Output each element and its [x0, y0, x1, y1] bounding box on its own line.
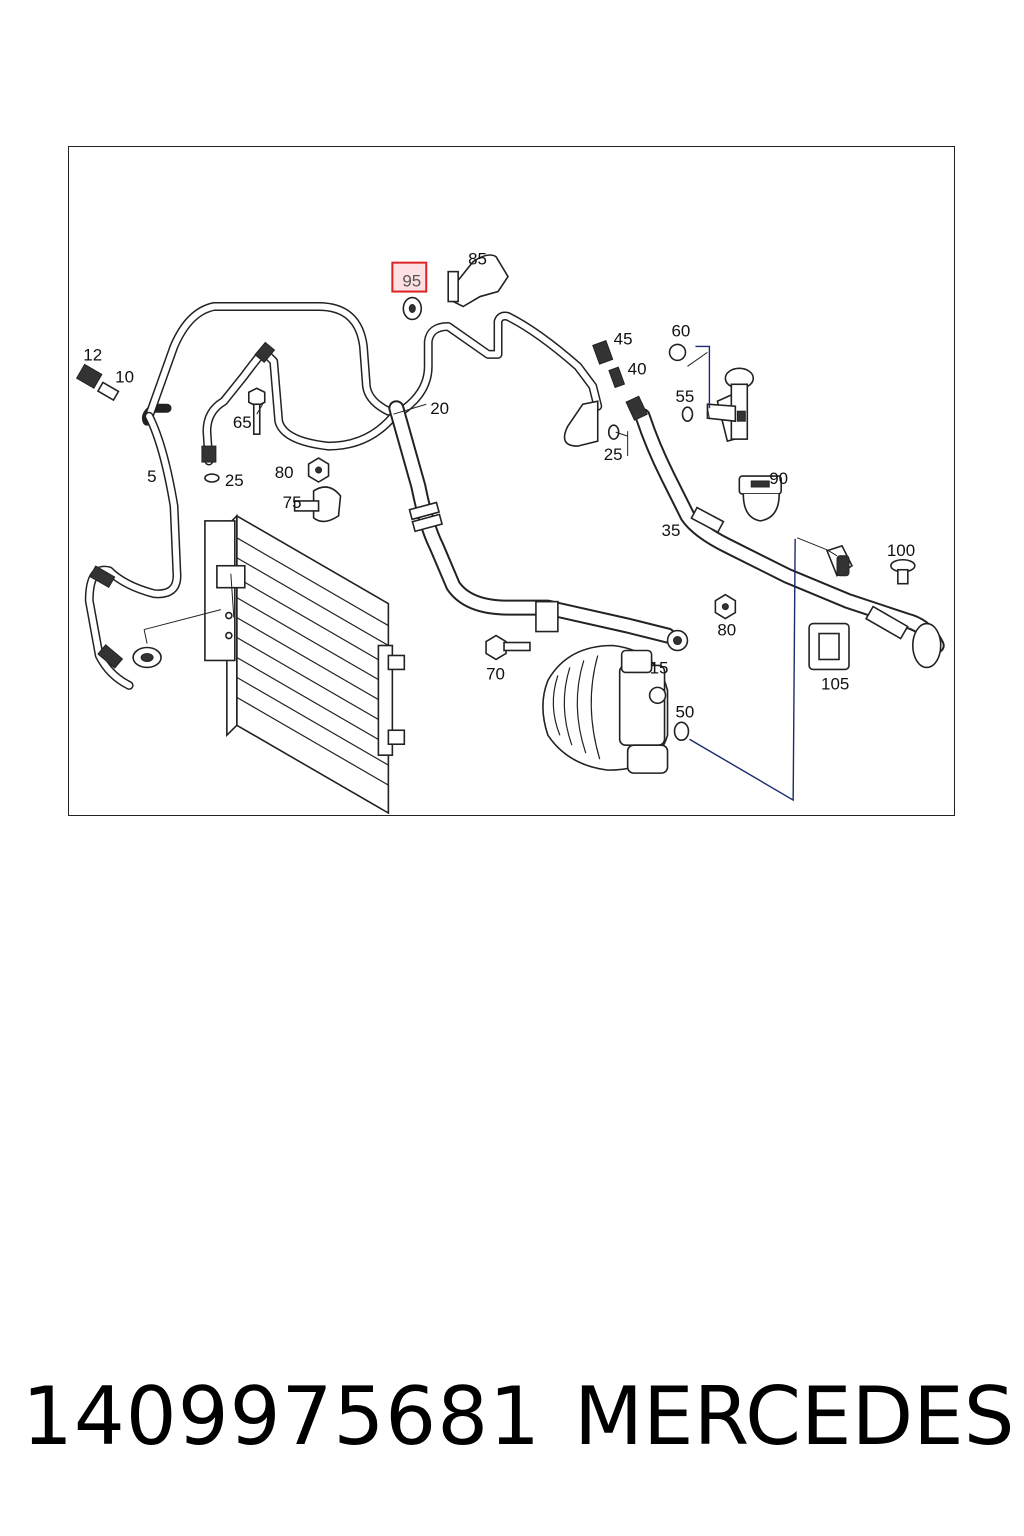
- callout-90: 90: [769, 469, 788, 488]
- callout-80-left: 80: [275, 463, 294, 482]
- callout-45: 45: [614, 329, 633, 348]
- callout-105: 105: [821, 674, 849, 693]
- callout-labels: 5 10 12 15 20 25 25 35 40 45 50 55 60 65…: [83, 250, 915, 722]
- line-35: [634, 408, 945, 669]
- callout-60: 60: [672, 321, 691, 340]
- line-20: [201, 311, 603, 466]
- valves-45-40: [592, 339, 648, 421]
- condenser: [204, 513, 406, 815]
- callout-20: 20: [430, 399, 449, 418]
- callout-95: 95: [402, 272, 421, 291]
- brand-name: MERCEDES: [574, 1370, 1015, 1463]
- callout-55: 55: [676, 387, 695, 406]
- bolt-100: [890, 558, 916, 585]
- callout-5: 5: [147, 467, 156, 486]
- callout-25-right: 25: [604, 445, 623, 464]
- clip-105: [808, 622, 850, 671]
- callout-70: 70: [486, 664, 505, 683]
- callout-15: 15: [650, 658, 669, 677]
- line-5: [84, 302, 393, 690]
- ac-compressor: [542, 644, 690, 774]
- pressure-valve-assembly: [668, 343, 755, 443]
- part-number: 1409975681: [22, 1370, 541, 1463]
- grommet-95-and-bracket-85: [402, 254, 509, 321]
- o-ring-25-left: [204, 473, 220, 483]
- fittings-12-10: [75, 363, 120, 402]
- callout-75: 75: [283, 493, 302, 512]
- ac-refrigerant-lines-diagram: 5 10 12 15 20 25 25 35 40 45 50 55 60 65…: [75, 250, 945, 815]
- callout-80-right: 80: [717, 621, 736, 640]
- bolt-70: [485, 634, 531, 661]
- callout-40: 40: [628, 359, 647, 378]
- callout-25-left: 25: [225, 471, 244, 490]
- callout-85: 85: [468, 250, 487, 269]
- callout-50: 50: [676, 702, 695, 721]
- highlight-box-95: [391, 261, 428, 293]
- leader-lines: [143, 345, 838, 802]
- callout-10: 10: [115, 367, 134, 386]
- footer: 1409975681 MERCEDES: [22, 1370, 1015, 1463]
- bolt-65: [247, 387, 266, 435]
- parts-diagram: 5 10 12 15 20 25 25 35 40 45 50 55 60 65…: [68, 146, 955, 816]
- nut-80-right: [714, 593, 737, 620]
- bracket-fitting: [563, 400, 620, 447]
- clamp-90: [738, 475, 782, 522]
- callout-12: 12: [83, 345, 102, 364]
- callout-100: 100: [887, 541, 915, 560]
- callout-35: 35: [662, 521, 681, 540]
- line-15: [388, 400, 689, 652]
- callout-65: 65: [233, 413, 252, 432]
- nut-80-and-clamp-75: [293, 457, 342, 523]
